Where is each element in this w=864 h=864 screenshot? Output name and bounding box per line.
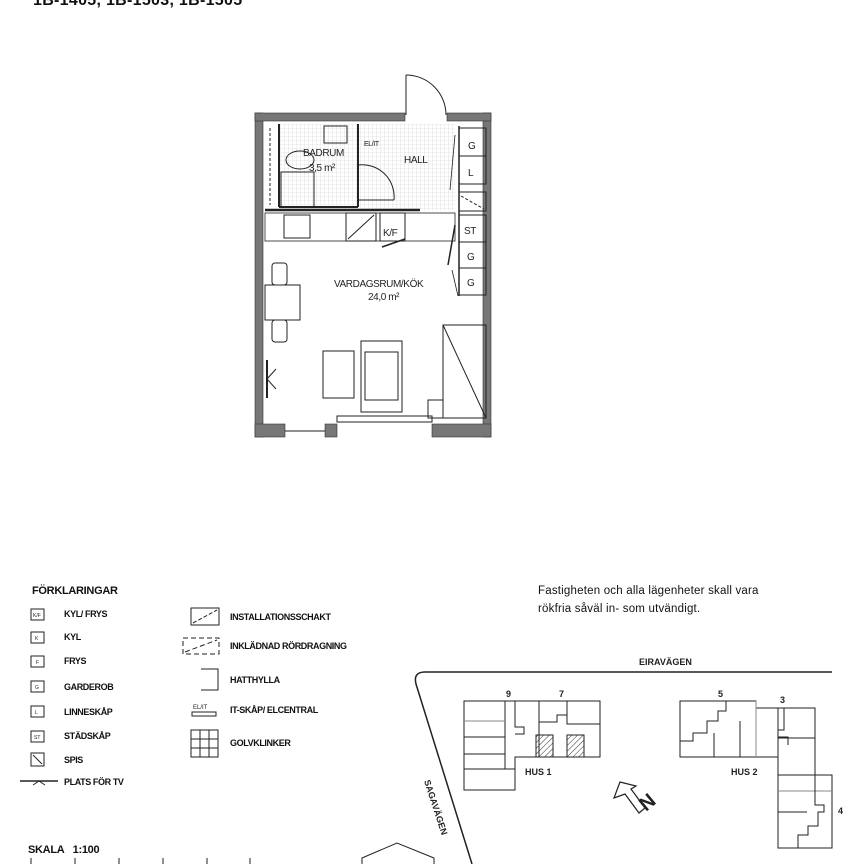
street-sagavagen: SAGAVÄGEN [422, 779, 449, 837]
closets [447, 126, 487, 297]
kitchen-counter [264, 208, 456, 248]
north-arrow-icon [612, 781, 646, 814]
smoke-free-notice: Fastigheten och alla lägenheter skall va… [538, 582, 759, 618]
exterior-walls [254, 112, 492, 438]
kf-label: K/F [383, 228, 398, 239]
legend-item: FRYS [64, 656, 87, 666]
entrance-number: 3 [780, 695, 785, 705]
scale-bar [30, 858, 251, 864]
closet-g-label: G [467, 278, 475, 289]
legend-item: INSTALLATIONSSCHAKT [230, 612, 331, 622]
legend-item: GARDEROB [64, 682, 114, 692]
sofa [360, 340, 403, 413]
legend-item: GOLVKLINKER [230, 738, 291, 748]
scale-word: SKALA [28, 844, 65, 856]
legend-code: L [35, 710, 38, 716]
entrance-number: 9 [506, 689, 511, 699]
closet-st-label: ST [464, 226, 476, 237]
scale-label: SKALA 1:100 [28, 844, 100, 856]
bathroom-area: 3,5 m² [309, 163, 336, 174]
entry-door [405, 74, 447, 116]
house-1 [463, 700, 601, 791]
legend-title: FÖRKLARINGAR [32, 585, 118, 597]
closet-l-label: L [468, 168, 474, 179]
scale-value: 1:100 [72, 844, 100, 856]
it-cabinet-icon [191, 711, 217, 717]
legend-code: F [36, 660, 39, 666]
entrance-number: 7 [559, 689, 564, 699]
street-eiravagen: EIRAVÄGEN [639, 657, 692, 667]
tv-icon [20, 780, 58, 786]
shaft-icon [190, 607, 220, 626]
legend-item: SPIS [64, 755, 83, 765]
house-2 [679, 700, 833, 849]
dining-table [264, 262, 301, 343]
site-map-labels: EIRAVÄGEN SAGAVÄGEN HUS 1 HUS 2 9 7 5 3 … [422, 657, 843, 836]
window-bottom [285, 415, 433, 432]
legend-code: ST [34, 735, 40, 741]
tiled-floor [279, 124, 455, 210]
notice-line: rökfria såväl in- som utvändigt. [538, 603, 701, 615]
building-outline [361, 842, 435, 864]
legend-code: K/F [33, 613, 41, 619]
legend-code: K [35, 636, 39, 642]
pipe-cover-icon [182, 637, 220, 655]
legend-item: LINNESKÅP [64, 707, 113, 717]
legend-item: STÄDSKÅP [64, 731, 111, 741]
legend-item: HATTHYLLA [230, 675, 280, 685]
legend-item: KYL/ FRYS [64, 609, 108, 619]
tv-place [266, 360, 277, 398]
wardrobe-diagonal [427, 324, 487, 419]
coffee-table [322, 350, 355, 399]
legend-item: KYL [64, 632, 81, 642]
legend-code: EL/IT [193, 705, 208, 711]
entrance-number: 4 [838, 806, 843, 816]
room-labels: BADRUM 3,5 m² HALL EL/IT K/F G L ST G G … [303, 141, 477, 303]
entrance-number: 5 [718, 689, 723, 699]
bathroom-name: BADRUM [303, 148, 344, 159]
living-area: 24,0 m² [368, 292, 400, 303]
tile-grid-icon [190, 729, 219, 758]
living-name: VARDAGSRUM/KÖK [334, 278, 424, 290]
legend-code: G [35, 685, 39, 691]
el-it-label: EL/IT [364, 141, 380, 148]
hall-name: HALL [404, 155, 428, 166]
apartment-ids-header: 1B-1405, 1B-1503, 1B-1505 [33, 0, 243, 9]
road-outline [414, 671, 832, 864]
legend-icons [20, 607, 220, 786]
hat-shelf-icon [201, 668, 219, 691]
floor-plan [254, 74, 492, 438]
closet-g-label: G [467, 252, 475, 263]
stove-icon [30, 752, 45, 767]
house-1-label: HUS 1 [525, 767, 552, 777]
legend-item: INKLÄDNAD RÖRDRAGNING [230, 641, 347, 651]
notice-line: Fastigheten och alla lägenheter skall va… [538, 585, 759, 597]
house-2-label: HUS 2 [731, 767, 758, 777]
site-map [361, 671, 833, 864]
bathroom [269, 124, 395, 208]
closet-g-label: G [468, 141, 476, 152]
legend-item: PLATS FÖR TV [64, 777, 124, 787]
legend-item: IT-SKÅP/ ELCENTRAL [230, 705, 318, 715]
